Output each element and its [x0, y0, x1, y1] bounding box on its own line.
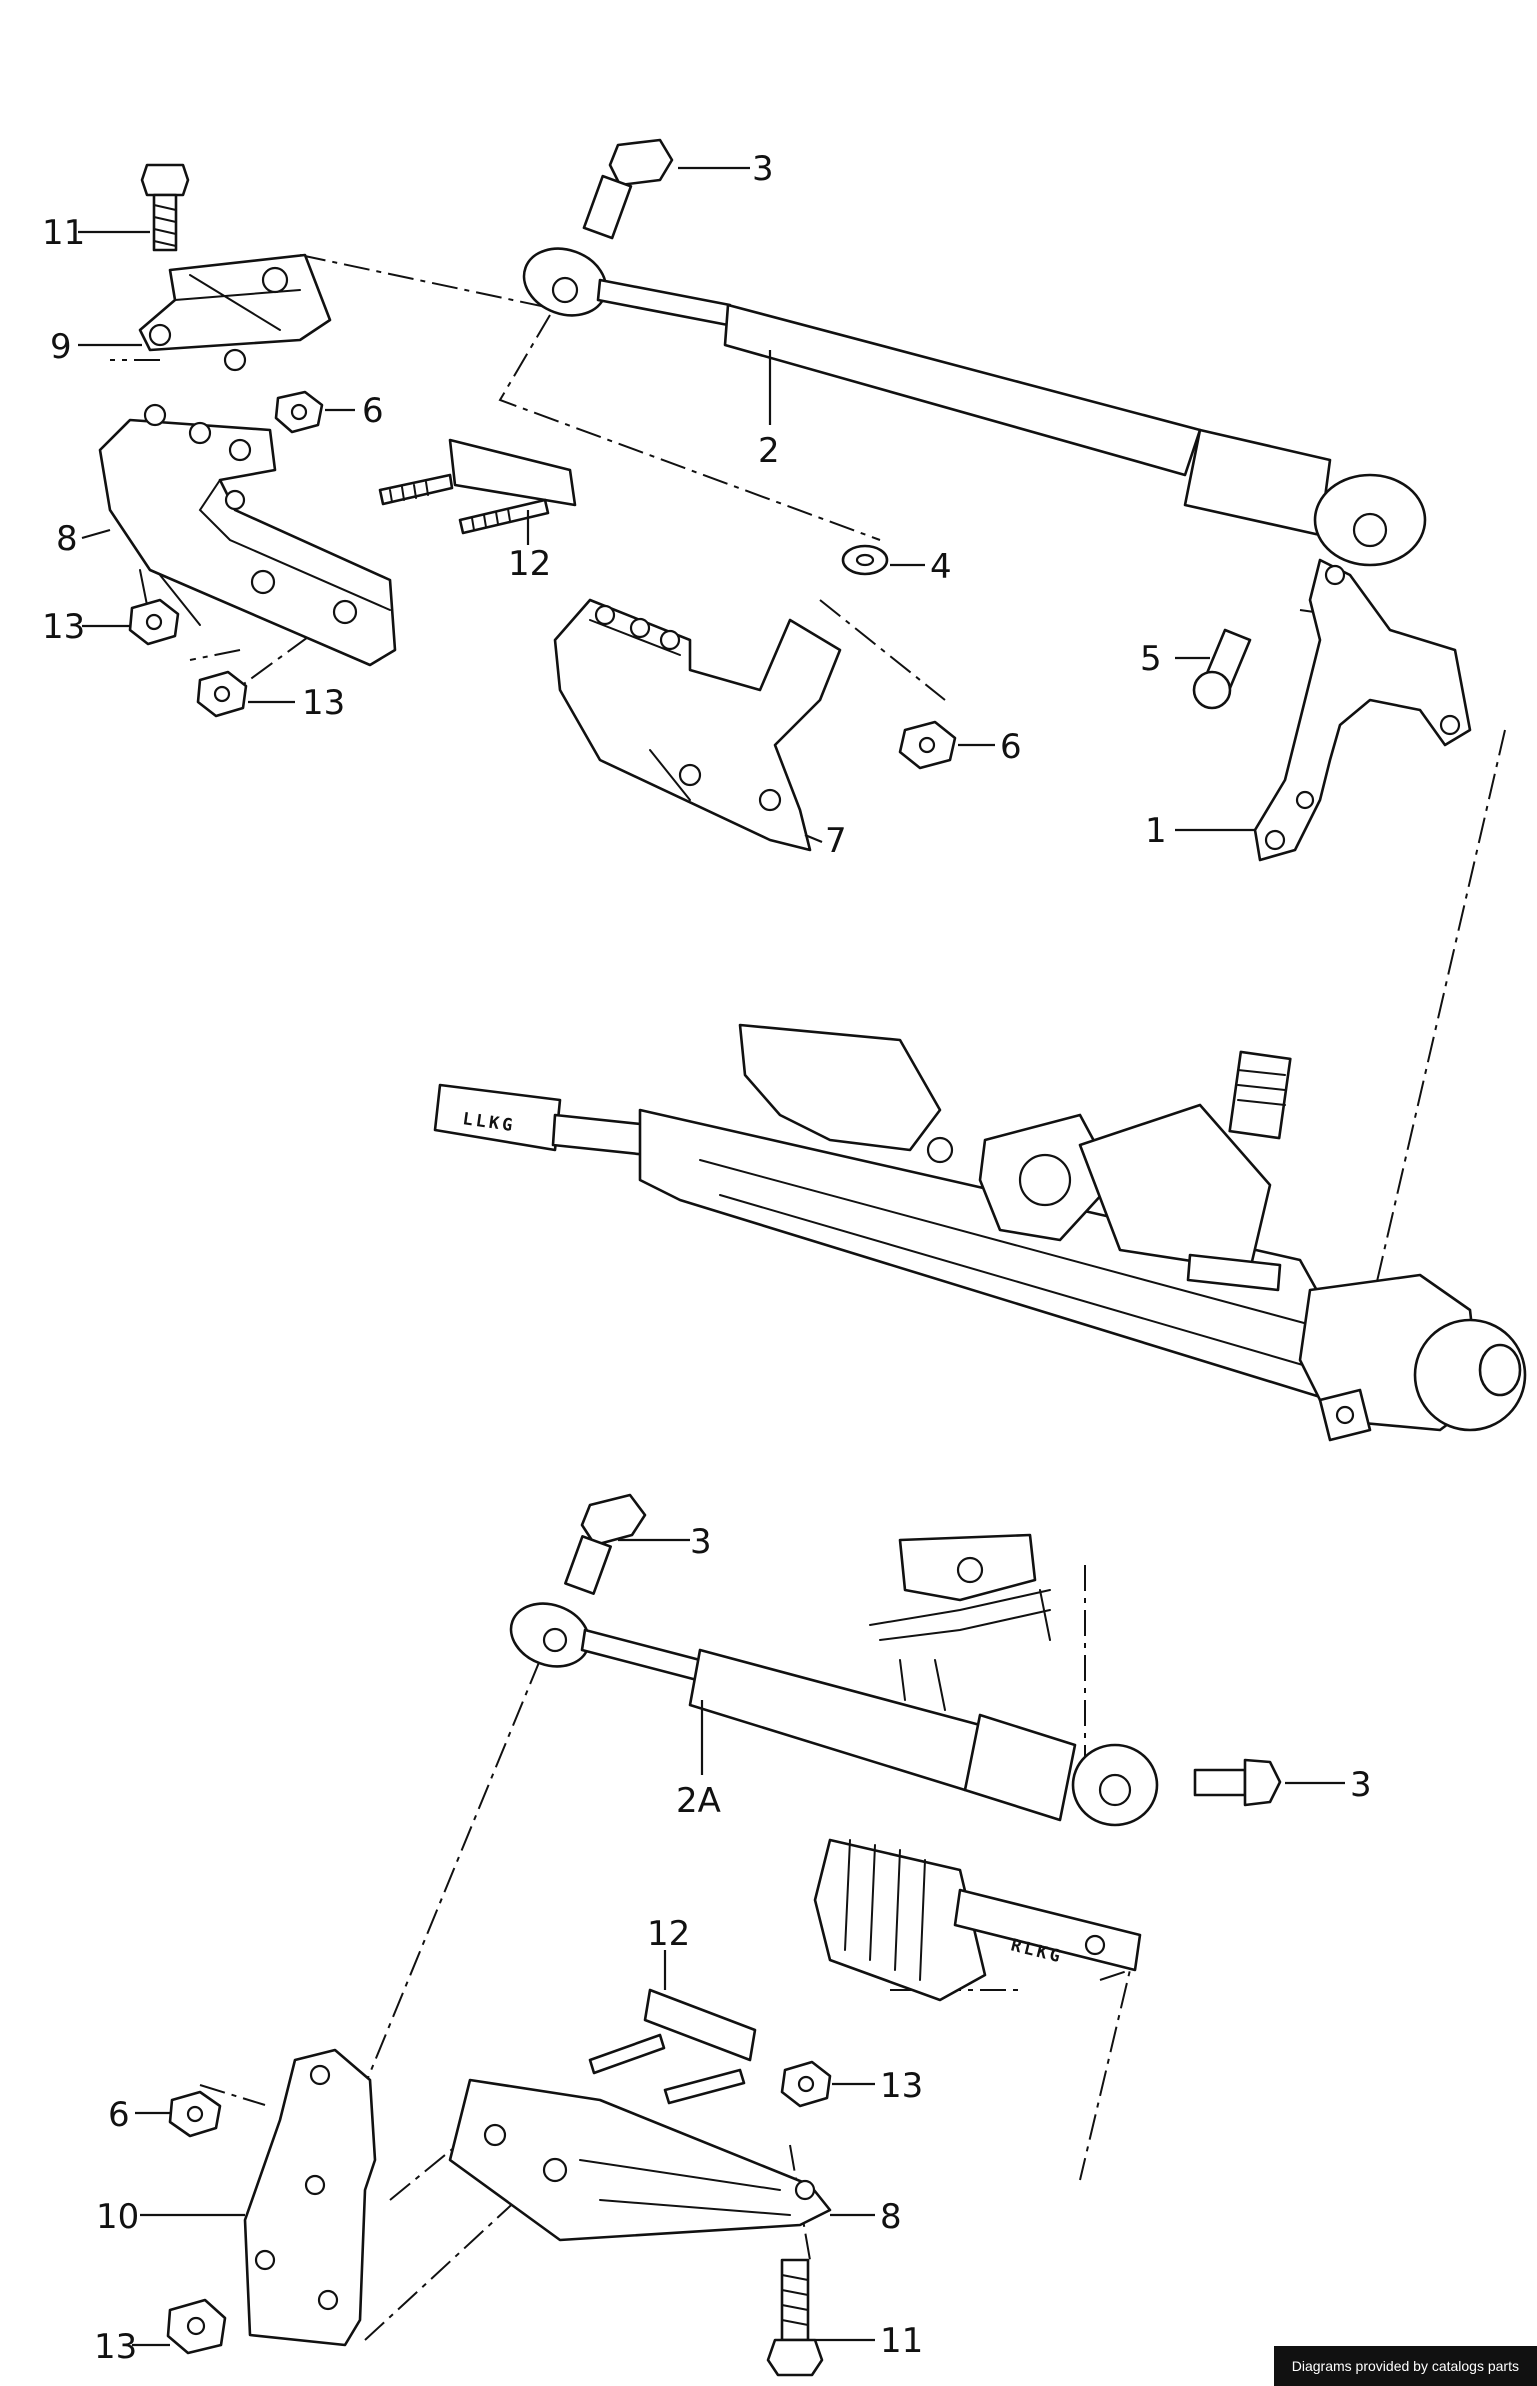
callout-13-bottom-right: 13: [880, 2066, 923, 2106]
callout-4: 4: [930, 547, 952, 587]
nut-13-bottom-right: [780, 2060, 832, 2108]
bolt-3-bottom-left: [564, 1493, 647, 1595]
nut-6-bottom: [168, 2090, 222, 2138]
callout-12-top: 12: [508, 544, 551, 584]
bracket-9: [138, 253, 332, 372]
leader-lines: [78, 166, 1345, 2347]
bolt-3-top: [582, 138, 674, 240]
bolt-5: [1192, 628, 1252, 710]
nut-13-top-b: [196, 670, 248, 718]
nut-6-top-right: [898, 720, 957, 770]
callout-8-bottom: 8: [880, 2197, 902, 2237]
damper-2a: [509, 1602, 1159, 1827]
callout-12-bottom: 12: [647, 1914, 690, 1954]
credit-banner: Diagrams provided by catalogs parts: [1273, 2346, 1537, 2386]
callout-2: 2: [758, 431, 780, 471]
nut-6-top-left: [274, 390, 324, 434]
steering-rack: LLKG: [433, 1023, 1527, 1442]
bracket-8-bottom: [448, 2078, 832, 2242]
bracket-7: [553, 598, 842, 852]
callout-9: 9: [50, 327, 72, 367]
callout-7: 7: [825, 821, 847, 861]
bolt-11-bottom: [766, 2258, 824, 2377]
callout-6-top-right: 6: [1000, 727, 1022, 767]
callout-5: 5: [1140, 639, 1162, 679]
stud-plate-12-bottom: [588, 1988, 757, 2105]
damper-2: [522, 247, 1427, 567]
callout-13-top-b: 13: [302, 683, 345, 723]
stud-plate-12-top: [378, 438, 577, 535]
bolt-11-top: [140, 163, 190, 252]
callout-11-top: 11: [42, 213, 85, 253]
washer-4: [841, 544, 889, 576]
nut-13-top-a: [128, 598, 180, 646]
callout-3-bottom-right: 3: [1350, 1765, 1372, 1805]
bracket-1: [1253, 558, 1472, 862]
callout-10: 10: [96, 2197, 139, 2237]
body-mount: [869, 1533, 1051, 1711]
callout-6-top-left: 6: [362, 391, 384, 431]
callout-3-bottom-left: 3: [690, 1522, 712, 1562]
bracket-8-top: [98, 403, 397, 667]
callout-13-bottom-left: 13: [94, 2327, 137, 2367]
callout-11-bottom: 11: [880, 2321, 923, 2361]
rack-boot: RLKG: [813, 1838, 1142, 2002]
callout-2a: 2A: [676, 1781, 721, 1821]
callout-6-bottom: 6: [108, 2095, 130, 2135]
callout-3-top: 3: [752, 149, 774, 189]
callout-1: 1: [1145, 811, 1167, 851]
callout-8-top: 8: [56, 519, 78, 559]
callouts: 11 9 6 8 12 13 13 3 2 4 5 6 7 1 3 2A 3 1…: [42, 149, 1372, 2367]
bolt-3-bottom-right: [1193, 1758, 1282, 1807]
callout-13-top-a: 13: [42, 607, 85, 647]
bracket-10: [243, 2048, 377, 2347]
nut-13-bottom-left: [166, 2298, 227, 2355]
